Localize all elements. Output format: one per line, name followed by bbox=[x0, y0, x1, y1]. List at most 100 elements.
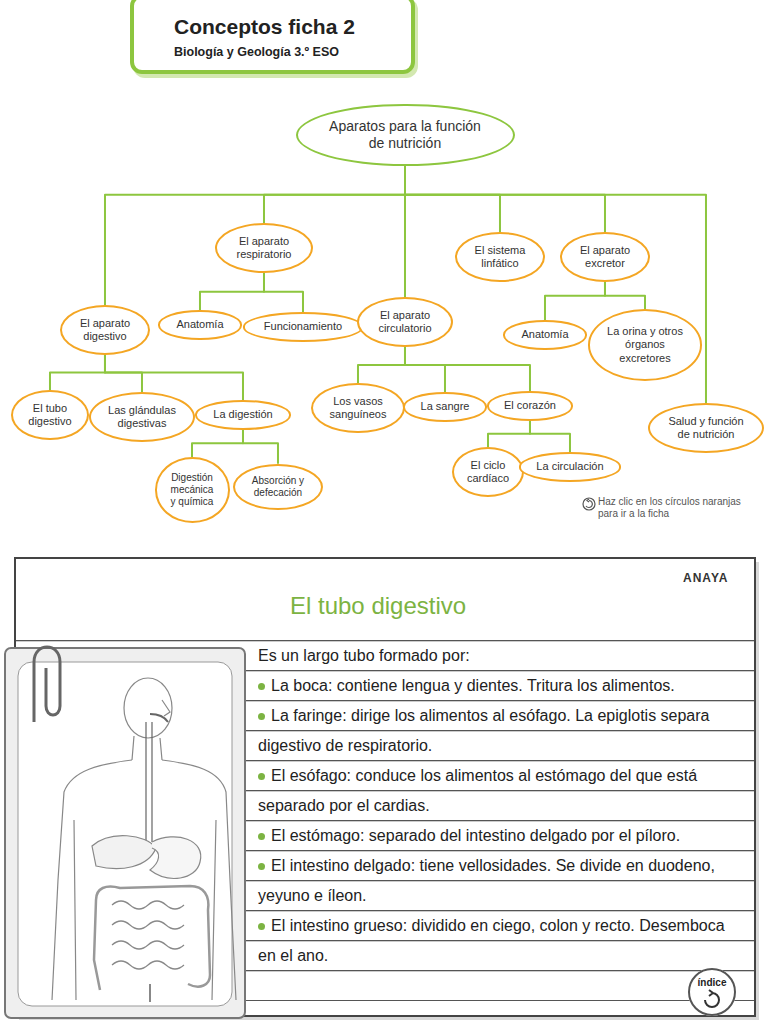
concept-text: El corazón bbox=[499, 399, 561, 412]
card-body: Es un largo tubo formado por: La boca: co… bbox=[258, 641, 743, 971]
tree-connector bbox=[545, 282, 605, 320]
esophagus bbox=[146, 722, 152, 842]
tree-connector bbox=[50, 355, 105, 390]
tree-connector bbox=[200, 273, 264, 310]
subject-line: Biología y Geología 3.º ESO bbox=[174, 45, 401, 60]
paperclip bbox=[34, 647, 60, 722]
concept-text: La sangre bbox=[415, 400, 475, 413]
concept-text: El aparato excretor bbox=[574, 244, 636, 270]
concept-text: La circulación bbox=[532, 460, 608, 473]
concept-text: La orina y otros órganos excretores bbox=[605, 325, 685, 365]
neck bbox=[132, 736, 162, 760]
list-text: La faringe: dirige los alimentos al esóf… bbox=[258, 707, 710, 754]
concept-text: El sistema linfático bbox=[469, 244, 531, 270]
bullet-dot bbox=[258, 923, 265, 930]
tree-connector bbox=[105, 166, 405, 305]
stomach bbox=[150, 837, 201, 879]
tree-connector bbox=[405, 166, 605, 232]
concept-oval: El aparato digestivo bbox=[60, 305, 151, 355]
pharynx bbox=[150, 714, 168, 722]
list-item: El intestino delgado: tiene vellosidades… bbox=[258, 851, 743, 911]
tree-connector bbox=[605, 282, 645, 309]
publisher-logo: ANAYA bbox=[683, 571, 753, 585]
concept-text: Aparatos para la función de nutrición bbox=[325, 118, 485, 152]
card-outline bbox=[15, 558, 755, 1016]
list-text: Es un largo tubo formado por: bbox=[258, 647, 470, 664]
sheet-title: Conceptos ficha 2 bbox=[174, 14, 401, 39]
concept-oval: Salud y función de nutrición bbox=[648, 403, 765, 453]
list-item: El intestino grueso: dividido en ciego, … bbox=[258, 911, 743, 971]
torso-outline bbox=[52, 760, 236, 1000]
click-icon bbox=[583, 498, 595, 510]
concept-oval: La digestión bbox=[195, 400, 290, 429]
list-item: Es un largo tubo formado por: bbox=[258, 641, 743, 671]
list-text: El esófago: conduce los alimentos al est… bbox=[258, 767, 697, 814]
concept-text: El aparato circulatorio bbox=[372, 309, 438, 335]
list-item: El esófago: conduce los alimentos al est… bbox=[258, 761, 743, 821]
tree-connector bbox=[243, 430, 278, 464]
concept-oval: El aparato respiratorio bbox=[215, 223, 313, 273]
root-concept: Aparatos para la función de nutrición bbox=[296, 104, 515, 167]
concept-text: Digestión mecánica y química bbox=[167, 472, 217, 508]
concept-oval: La circulación bbox=[519, 452, 622, 481]
concept-text: El aparato digestivo bbox=[74, 317, 136, 343]
tree-connector bbox=[105, 355, 142, 392]
tree-connector bbox=[405, 347, 530, 391]
concept-oval: Funcionamiento bbox=[243, 312, 363, 341]
concept-text: El aparato respiratorio bbox=[230, 235, 298, 261]
title-box: Conceptos ficha 2 Biología y Geología 3.º… bbox=[130, 0, 415, 74]
rectum bbox=[149, 984, 151, 1002]
button-label: índice bbox=[690, 977, 734, 989]
concept-text: Anatomía bbox=[515, 328, 575, 341]
note-card: índiceEl tubo digestivoEs un largo tubo … bbox=[15, 558, 755, 1016]
list-text: El intestino grueso: dividido en ciego, … bbox=[258, 917, 725, 964]
tree-connector bbox=[358, 347, 405, 383]
concept-oval: El corazón bbox=[487, 391, 573, 420]
concept-text: El tubo digestivo bbox=[24, 402, 76, 428]
concept-text: La digestión bbox=[208, 408, 278, 421]
concept-oval: Los vasos sanguíneos bbox=[311, 383, 404, 433]
tree-connector bbox=[405, 166, 500, 232]
concept-oval: La orina y otros órganos excretores bbox=[588, 309, 702, 380]
concept-oval: El sistema linfático bbox=[455, 232, 546, 282]
bullet-dot bbox=[258, 863, 265, 870]
photo-frame bbox=[5, 648, 245, 1018]
concept-text: Los vasos sanguíneos bbox=[326, 395, 390, 421]
arm-outline bbox=[74, 820, 216, 1000]
list-text: El estómago: separado del intestino delg… bbox=[271, 827, 680, 844]
return-arrow bbox=[705, 990, 719, 1007]
index-button-fill bbox=[688, 968, 736, 1016]
list-item: La boca: contiene lengua y dientes. Trit… bbox=[258, 671, 743, 701]
list-item: El estómago: separado del intestino delg… bbox=[258, 821, 743, 851]
tree-connector bbox=[264, 273, 303, 312]
tree-connector bbox=[192, 430, 243, 458]
concept-oval: El tubo digestivo bbox=[11, 390, 89, 440]
large-intestine bbox=[94, 886, 210, 990]
bullet-dot bbox=[258, 683, 265, 690]
concept-text: Salud y función de nutrición bbox=[665, 415, 747, 441]
bullet-dot bbox=[258, 833, 265, 840]
bullet-dot bbox=[258, 773, 265, 780]
liver bbox=[92, 836, 156, 869]
bullet-dot bbox=[258, 713, 265, 720]
concept-oval: El aparato circulatorio bbox=[357, 297, 453, 347]
list-text: El intestino delgado: tiene vellosidades… bbox=[258, 857, 715, 904]
concept-oval: Digestión mecánica y química bbox=[155, 457, 230, 523]
list-text: La boca: contiene lengua y dientes. Trit… bbox=[271, 677, 675, 694]
hint-note: Haz clic en los círculos naranjas para i… bbox=[598, 496, 763, 520]
tree-connector bbox=[405, 166, 706, 403]
head bbox=[124, 678, 172, 738]
body-illustration bbox=[52, 678, 236, 1002]
concept-text: Absorción y defecación bbox=[247, 475, 309, 499]
concept-text: Funcionamiento bbox=[258, 320, 348, 333]
concept-oval: El ciclo cardíaco bbox=[452, 447, 524, 497]
concept-oval: Anatomía bbox=[503, 320, 586, 349]
concept-text: Anatomía bbox=[170, 318, 230, 331]
concept-oval: Anatomía bbox=[158, 310, 241, 339]
concept-text: El ciclo cardíaco bbox=[464, 459, 512, 485]
list-item: La faringe: dirige los alimentos al esóf… bbox=[258, 701, 743, 761]
concept-oval: La sangre bbox=[403, 392, 486, 421]
concept-oval: El aparato excretor bbox=[560, 232, 651, 282]
tree-connector bbox=[405, 347, 445, 392]
